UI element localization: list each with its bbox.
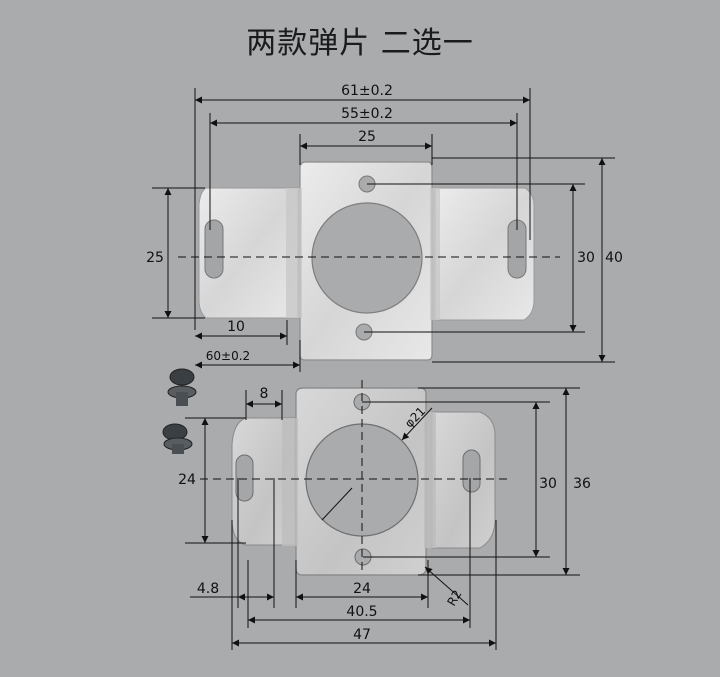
dim-bottom-center-width-label: 24 [353, 581, 371, 597]
bottom-dimensions [185, 380, 580, 650]
dim-hole-height-label: 30 [577, 250, 595, 266]
dim-hole-span-label: 55±0.2 [341, 106, 393, 122]
dim-tab-offset-label: 60±0.2 [206, 349, 250, 363]
dim-bottom-side-height-label: 24 [178, 472, 196, 488]
dim-overall-width-label: 61±0.2 [341, 83, 393, 99]
page-title: 两款弹片 二选一 [246, 26, 474, 61]
top-right-wing [434, 187, 535, 321]
dim-side-height-label: 25 [146, 250, 164, 266]
dim-bottom-hole-height-label: 30 [539, 476, 557, 492]
dim-tab-width-label: 8 [260, 386, 269, 402]
screw-icons [162, 368, 197, 454]
dim-slot-offset-label: 4.8 [197, 581, 219, 597]
dim-bottom-hole-span-label: 40.5 [346, 604, 377, 620]
top-left-slot [204, 219, 224, 279]
bottom-bracket [231, 387, 496, 576]
bottom-right-slot [462, 449, 481, 493]
dim-center-width-label: 25 [358, 129, 376, 145]
top-center-bore [311, 202, 423, 314]
top-left-wing [198, 187, 299, 319]
top-bracket [198, 161, 535, 361]
top-dim-labels: 61±0.2 55±0.2 25 25 10 60±0.2 30 40 [146, 83, 623, 363]
dim-bottom-overall-width-label: 47 [353, 627, 371, 643]
dim-center-height-label: 40 [605, 250, 623, 266]
dim-side-tab-width-label: 10 [227, 319, 245, 335]
dim-corner-radius-label: R2 [444, 588, 464, 609]
bottom-left-slot [235, 454, 254, 502]
top-dimensions [152, 88, 615, 372]
dim-bottom-center-height-label: 36 [573, 476, 591, 492]
